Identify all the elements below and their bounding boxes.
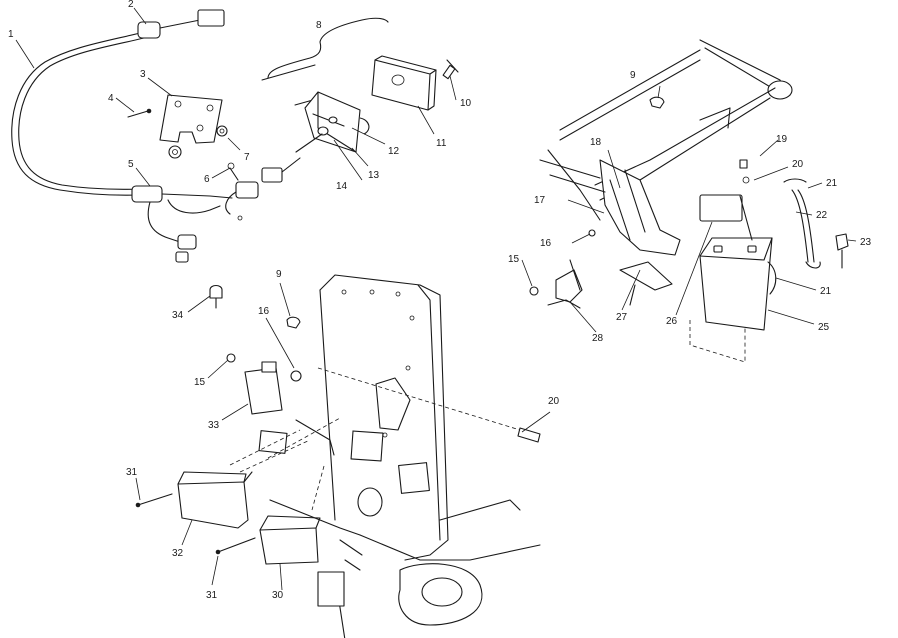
group-bracket-8 bbox=[267, 17, 389, 79]
callout-7: 7 bbox=[244, 152, 250, 163]
light-32 bbox=[177, 471, 253, 529]
callout-17: 17 bbox=[534, 195, 546, 206]
callout-20-right: 20 bbox=[792, 159, 804, 170]
small-fasteners-right bbox=[529, 96, 849, 296]
callout-8: 8 bbox=[316, 20, 322, 31]
callout-18: 18 bbox=[590, 137, 602, 148]
callout-28: 28 bbox=[592, 333, 604, 344]
leader-lines bbox=[15, 7, 857, 591]
callout-22: 22 bbox=[816, 210, 828, 221]
nut-fasteners bbox=[168, 125, 228, 159]
callout-34: 34 bbox=[172, 310, 184, 321]
callout-31-bottom: 31 bbox=[206, 590, 218, 601]
callout-3: 3 bbox=[140, 69, 146, 80]
callout-26: 26 bbox=[666, 316, 678, 327]
connector-plug bbox=[225, 162, 259, 221]
callout-16-right: 16 bbox=[540, 238, 552, 249]
callout-32: 32 bbox=[172, 548, 184, 559]
callout-numbers: 1 2 3 4 5 6 7 8 9 10 11 12 13 14 9 18 19… bbox=[8, 0, 872, 601]
callout-12: 12 bbox=[388, 146, 400, 157]
callout-31-top: 31 bbox=[126, 467, 138, 478]
screw-4 bbox=[127, 108, 152, 118]
callout-25: 25 bbox=[818, 322, 830, 333]
license-plate-bracket bbox=[159, 94, 223, 144]
clip-9 bbox=[286, 316, 301, 329]
relay-component bbox=[699, 194, 743, 222]
callout-14: 14 bbox=[336, 181, 348, 192]
hold-down-bracket bbox=[547, 259, 583, 309]
callout-27: 27 bbox=[616, 312, 628, 323]
callout-21-top: 21 bbox=[826, 178, 838, 189]
callout-13: 13 bbox=[368, 170, 380, 181]
callout-2: 2 bbox=[128, 0, 134, 10]
lower-frame bbox=[269, 499, 541, 638]
callout-11: 11 bbox=[436, 138, 447, 149]
callout-21-bottom: 21 bbox=[820, 286, 832, 297]
relay-34 bbox=[209, 284, 223, 309]
callout-19: 19 bbox=[776, 134, 788, 145]
connector-dashed-lines bbox=[229, 367, 521, 511]
callout-33: 33 bbox=[208, 420, 220, 431]
callout-30: 30 bbox=[272, 590, 284, 601]
bolt-20 bbox=[517, 411, 551, 443]
callout-1: 1 bbox=[8, 29, 14, 40]
screws-31 bbox=[135, 493, 256, 555]
callout-15-right: 15 bbox=[508, 254, 520, 265]
ignition-coil bbox=[226, 353, 302, 415]
battery bbox=[699, 195, 777, 331]
callout-5: 5 bbox=[128, 159, 134, 170]
wiring-harness bbox=[11, 9, 233, 263]
callout-15-left: 15 bbox=[194, 377, 206, 388]
callout-9-top: 9 bbox=[630, 70, 636, 81]
light-30 bbox=[259, 515, 321, 565]
mounting-plate bbox=[295, 274, 449, 561]
battery-strap bbox=[783, 178, 821, 269]
callout-23: 23 bbox=[860, 237, 872, 248]
tail-light-assembly bbox=[261, 55, 459, 183]
light-bracket-mid bbox=[258, 430, 288, 454]
callout-4: 4 bbox=[108, 93, 114, 104]
rear-frame bbox=[539, 39, 793, 306]
callout-16-left: 16 bbox=[258, 306, 270, 317]
callout-10: 10 bbox=[460, 98, 472, 109]
callout-9-left: 9 bbox=[276, 269, 282, 280]
battery-dash-outline bbox=[689, 320, 746, 363]
callout-20-left: 20 bbox=[548, 396, 560, 407]
callout-6: 6 bbox=[204, 174, 210, 185]
